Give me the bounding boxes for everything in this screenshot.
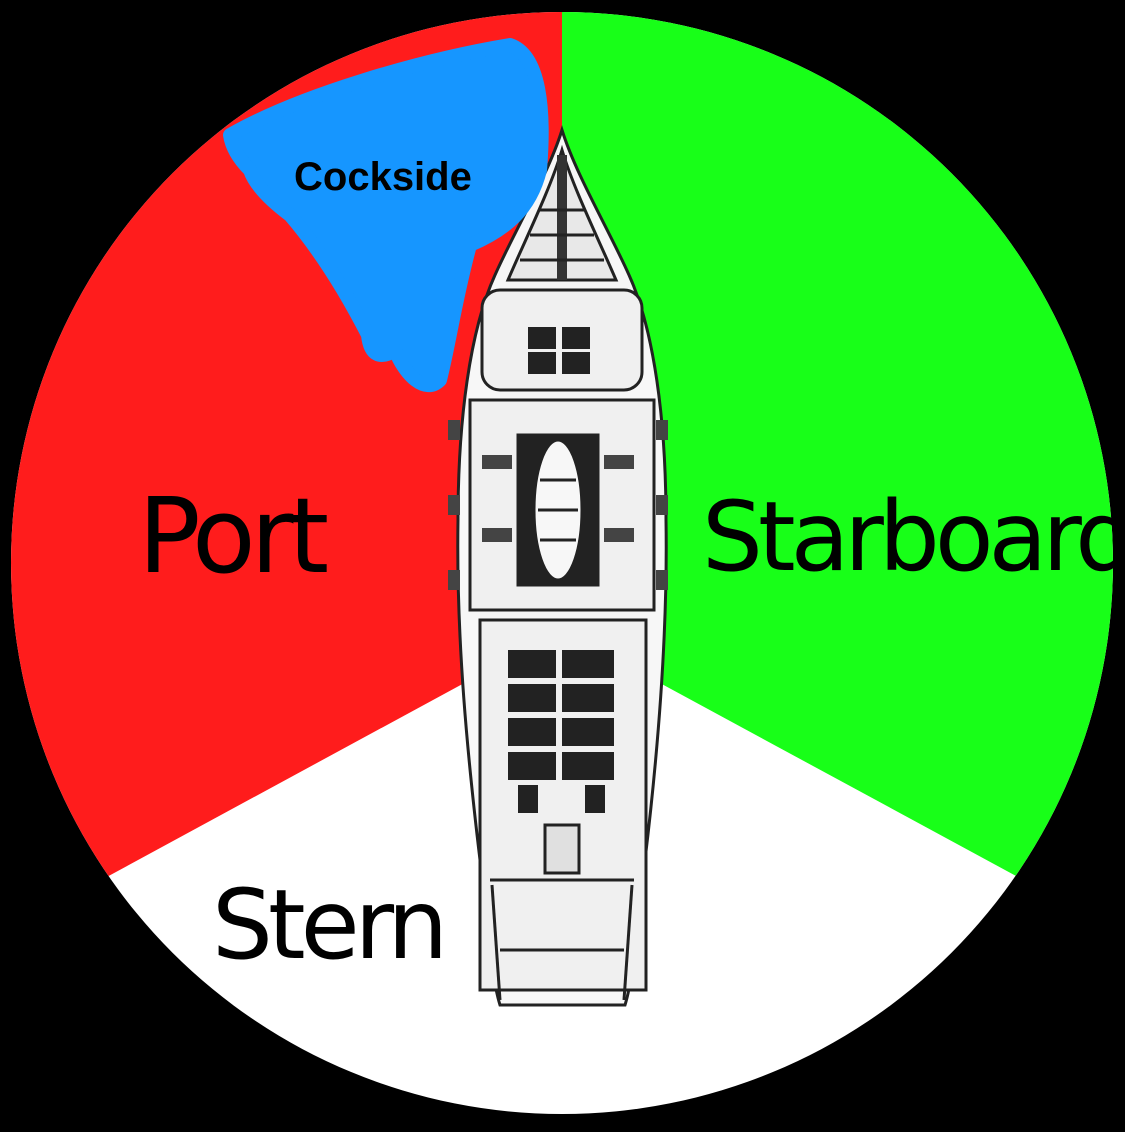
fore-hatch — [528, 327, 590, 374]
bow-scribble-label: Cockside — [294, 155, 472, 199]
skylight — [543, 823, 581, 875]
stern-label: Stern — [212, 869, 443, 981]
ship-icon — [448, 124, 668, 1007]
aft-hatches — [508, 650, 614, 813]
quarter-deck — [478, 618, 648, 992]
blue-scribble — [223, 38, 549, 393]
cannons — [448, 420, 668, 590]
port-label: Port — [138, 475, 327, 597]
starboard-label: Starboard — [702, 481, 1125, 593]
